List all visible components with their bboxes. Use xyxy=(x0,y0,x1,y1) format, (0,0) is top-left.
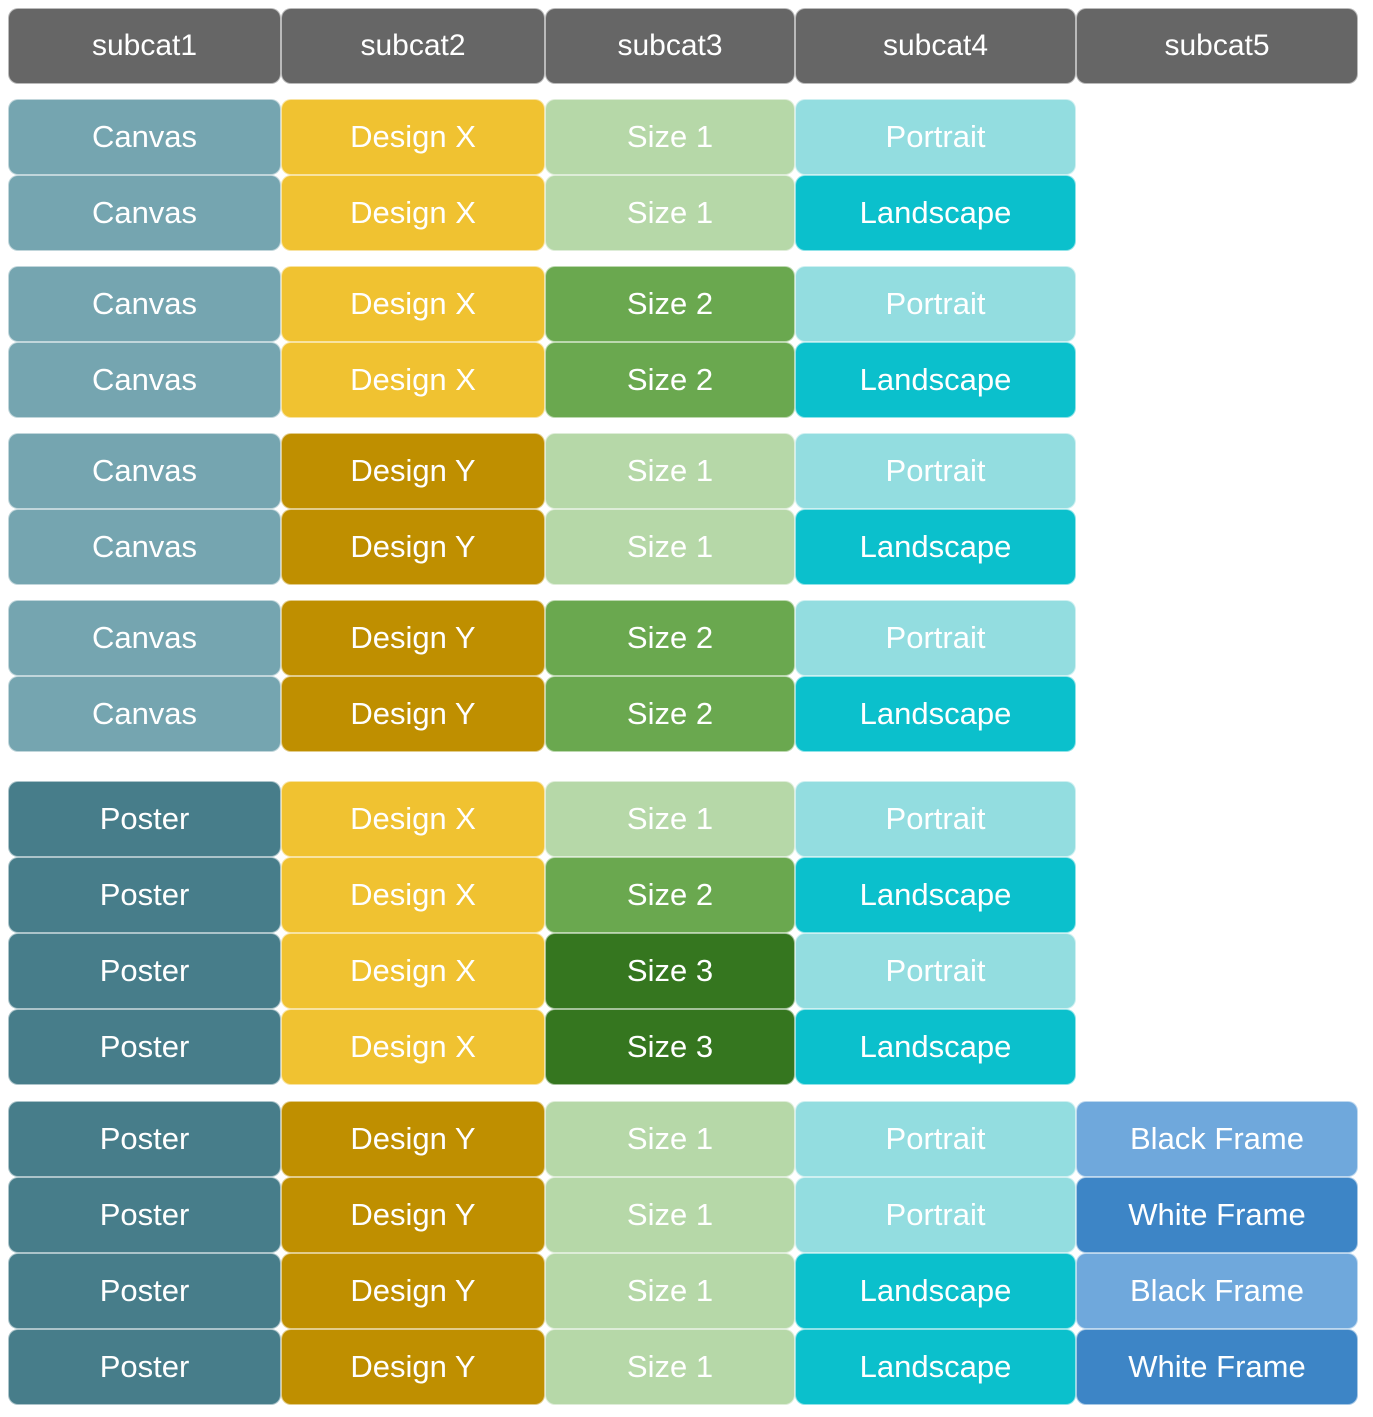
cell-design-x: Design X xyxy=(281,933,545,1009)
cell-poster: Poster xyxy=(8,781,281,857)
cell-poster: Poster xyxy=(8,1177,281,1253)
header-subcat5: subcat5 xyxy=(1076,8,1358,84)
cell-portrait: Portrait xyxy=(795,933,1076,1009)
cell-size-1: Size 1 xyxy=(545,1329,795,1405)
cell-portrait: Portrait xyxy=(795,433,1076,509)
cell-poster: Poster xyxy=(8,857,281,933)
cell-canvas: Canvas xyxy=(8,175,281,251)
cell-design-y: Design Y xyxy=(281,1253,545,1329)
cell-design-y: Design Y xyxy=(281,676,545,752)
cell-size-3: Size 3 xyxy=(545,933,795,1009)
cell-poster: Poster xyxy=(8,1253,281,1329)
cell-white-frame: White Frame xyxy=(1076,1177,1358,1253)
header-subcat4: subcat4 xyxy=(795,8,1076,84)
cell-portrait: Portrait xyxy=(795,1177,1076,1253)
cell-design-x: Design X xyxy=(281,175,545,251)
cell-portrait: Portrait xyxy=(795,781,1076,857)
cell-design-y: Design Y xyxy=(281,1329,545,1405)
cell-landscape: Landscape xyxy=(795,509,1076,585)
cell-landscape: Landscape xyxy=(795,1009,1076,1085)
cell-design-x: Design X xyxy=(281,342,545,418)
cell-size-1: Size 1 xyxy=(545,1101,795,1177)
cell-black-frame: Black Frame xyxy=(1076,1101,1358,1177)
cell-design-y: Design Y xyxy=(281,509,545,585)
cell-portrait: Portrait xyxy=(795,1101,1076,1177)
cell-landscape: Landscape xyxy=(795,1329,1076,1405)
cell-size-2: Size 2 xyxy=(545,676,795,752)
cell-size-2: Size 2 xyxy=(545,342,795,418)
cell-size-1: Size 1 xyxy=(545,1177,795,1253)
cell-portrait: Portrait xyxy=(795,99,1076,175)
cell-size-3: Size 3 xyxy=(545,1009,795,1085)
cell-design-x: Design X xyxy=(281,1009,545,1085)
cell-design-x: Design X xyxy=(281,857,545,933)
cell-canvas: Canvas xyxy=(8,600,281,676)
cell-size-1: Size 1 xyxy=(545,175,795,251)
cell-poster: Poster xyxy=(8,1009,281,1085)
cell-landscape: Landscape xyxy=(795,1253,1076,1329)
cell-size-1: Size 1 xyxy=(545,433,795,509)
cell-canvas: Canvas xyxy=(8,266,281,342)
header-subcat2: subcat2 xyxy=(281,8,545,84)
cell-portrait: Portrait xyxy=(795,600,1076,676)
header-subcat1: subcat1 xyxy=(8,8,281,84)
cell-design-x: Design X xyxy=(281,99,545,175)
cell-design-y: Design Y xyxy=(281,600,545,676)
cell-size-2: Size 2 xyxy=(545,857,795,933)
cell-landscape: Landscape xyxy=(795,342,1076,418)
cell-landscape: Landscape xyxy=(795,175,1076,251)
cell-design-y: Design Y xyxy=(281,433,545,509)
cell-canvas: Canvas xyxy=(8,99,281,175)
cell-design-y: Design Y xyxy=(281,1177,545,1253)
cell-design-x: Design X xyxy=(281,781,545,857)
cell-canvas: Canvas xyxy=(8,676,281,752)
cell-design-x: Design X xyxy=(281,266,545,342)
cell-portrait: Portrait xyxy=(795,266,1076,342)
cell-canvas: Canvas xyxy=(8,509,281,585)
cell-canvas: Canvas xyxy=(8,342,281,418)
cell-poster: Poster xyxy=(8,1329,281,1405)
cell-size-1: Size 1 xyxy=(545,1253,795,1329)
cell-canvas: Canvas xyxy=(8,433,281,509)
cell-poster: Poster xyxy=(8,933,281,1009)
cell-size-2: Size 2 xyxy=(545,600,795,676)
cell-size-1: Size 1 xyxy=(545,99,795,175)
cell-white-frame: White Frame xyxy=(1076,1329,1358,1405)
cell-size-2: Size 2 xyxy=(545,266,795,342)
cell-size-1: Size 1 xyxy=(545,509,795,585)
cell-size-1: Size 1 xyxy=(545,781,795,857)
cell-landscape: Landscape xyxy=(795,857,1076,933)
cell-design-y: Design Y xyxy=(281,1101,545,1177)
cell-landscape: Landscape xyxy=(795,676,1076,752)
header-subcat3: subcat3 xyxy=(545,8,795,84)
cell-poster: Poster xyxy=(8,1101,281,1177)
cell-black-frame: Black Frame xyxy=(1076,1253,1358,1329)
